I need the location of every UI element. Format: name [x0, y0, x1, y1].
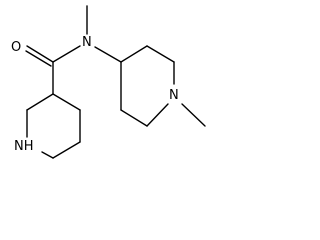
- ring-nitrogen-methyl-label: N: [169, 88, 179, 103]
- ring1-bond-1: [120, 45, 148, 63]
- ring1-bond-5: [120, 109, 148, 127]
- carbonyl-to-amide-n-bond: [52, 45, 81, 63]
- bonds: [25, 5, 206, 159]
- atom-labels: O N N NH: [11, 35, 179, 154]
- ring2-bond-6: [26, 93, 54, 111]
- amide-n-to-piperidine-bond: [94, 46, 122, 63]
- ring2-bond-3: [52, 141, 81, 159]
- carbonyl-double-bond-b: [25, 50, 52, 67]
- amide-nitrogen-label: N: [82, 35, 92, 50]
- chemical-structure: O N N NH: [11, 5, 206, 159]
- ring-nitrogen-nh-label: NH: [14, 139, 34, 154]
- ring1-bond-2: [146, 45, 175, 63]
- ring2-bond-4: [41, 151, 54, 159]
- carbonyl-double-bond-a: [26, 45, 54, 63]
- ring-n-methyl-bond: [181, 103, 206, 127]
- ring1-bond-4: [146, 103, 169, 127]
- ring2-bond-1: [52, 93, 81, 111]
- carbonyl-oxygen-label: O: [11, 40, 21, 55]
